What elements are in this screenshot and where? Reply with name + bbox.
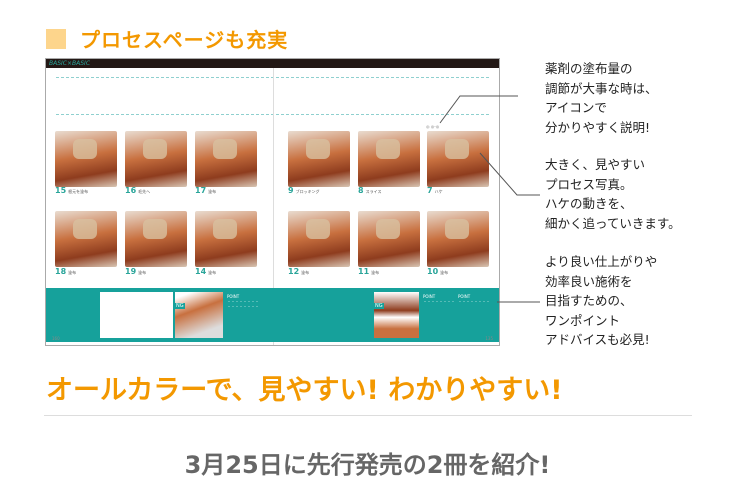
advice-text: POINT・・・・・・・・ xyxy=(423,294,455,304)
process-photo xyxy=(288,211,350,267)
process-photo xyxy=(358,211,420,267)
callout-line xyxy=(439,95,518,124)
callout-note-advice: より良い仕上がりや効率良い施術を目指すための、ワンポイントアドバイスも必見! xyxy=(545,254,658,347)
divider xyxy=(44,415,692,416)
process-photo xyxy=(125,131,187,187)
advice-band: NG POINT・・・・・・・・・・・・・・・・ NG POINT・・・・・・・… xyxy=(46,288,499,342)
ng-photo: NG xyxy=(175,292,223,338)
process-photo xyxy=(125,211,187,267)
process-photo xyxy=(195,131,257,187)
running-head-bar: BASIC×BASIC xyxy=(46,59,499,68)
subtitle: 3月25日に先行発売の2冊を紹介! xyxy=(184,451,551,479)
process-photo xyxy=(358,131,420,187)
page-number: 135 xyxy=(485,336,493,341)
process-photo xyxy=(55,211,117,267)
tagline: オールカラーで、見やすい! わかりやすい! xyxy=(46,375,563,406)
amount-icons: ◎ ◎-◎ xyxy=(426,124,440,129)
divider xyxy=(56,77,489,78)
diagram-panel xyxy=(100,292,173,338)
running-head: BASIC×BASIC xyxy=(49,60,91,67)
square-bullet-icon xyxy=(46,28,66,49)
process-photo xyxy=(427,211,489,267)
section-header: プロセスページも充実 xyxy=(46,24,288,53)
callout-note-photos: 大きく、見やすいプロセス写真。ハケの動きを、細かく追っていきます。 xyxy=(545,157,681,231)
ng-photo: NG xyxy=(374,292,419,338)
process-photo xyxy=(55,131,117,187)
callout-line xyxy=(479,152,540,196)
callout-note-icons: 薬剤の塗布量の調節が大事な時は、アイコンで分かりやすく説明! xyxy=(545,61,658,135)
advice-text: POINT・・・・・・・・・・・・・・・・ xyxy=(227,294,259,309)
section-title: プロセスページも充実 xyxy=(80,28,289,52)
advice-text: POINT・・・・・・・・ xyxy=(458,294,490,304)
process-photo xyxy=(288,131,350,187)
divider xyxy=(56,114,489,115)
page-number: 160 xyxy=(52,336,60,341)
gutter xyxy=(273,68,274,345)
process-photo xyxy=(195,211,257,267)
process-photo xyxy=(427,131,489,187)
